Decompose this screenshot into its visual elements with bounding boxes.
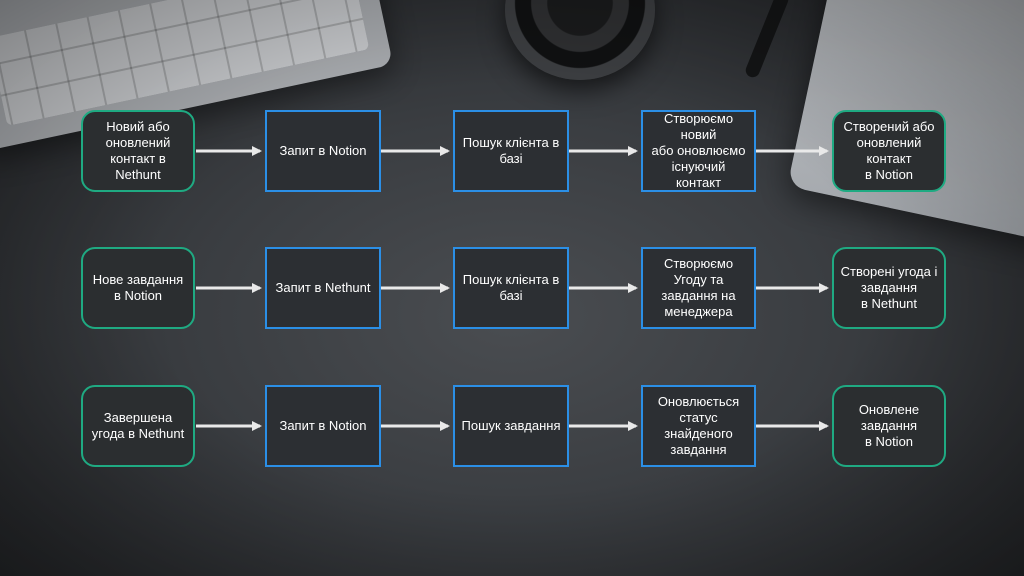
r1-result-node: Створений або оновлений контакт в Notion <box>832 110 946 192</box>
r3-result-node: Оновлене завдання в Notion <box>832 385 946 467</box>
r1-search-label: Пошук клієнта в базі <box>462 135 560 166</box>
r2-result-label: Створені угода і завдання в Nethunt <box>840 264 938 311</box>
r3-trigger-node: Завершена угода в Nethunt <box>81 385 195 467</box>
r2-request-node: Запит в Nethunt <box>265 247 381 329</box>
r2-action-label: Створюємо Угоду та завдання на менеджера <box>661 256 736 319</box>
r2-search-label: Пошук клієнта в базі <box>462 272 560 303</box>
r1-request-node: Запит в Notion <box>265 110 381 192</box>
r3-trigger-label: Завершена угода в Nethunt <box>91 410 185 441</box>
r1-result-label: Створений або оновлений контакт в Notion <box>843 119 935 182</box>
r1-action-label: Створюємо новий або оновлюємо існуючий к… <box>651 111 746 190</box>
r3-request-node: Запит в Notion <box>265 385 381 467</box>
r2-action-node: Створюємо Угоду та завдання на менеджера <box>641 247 756 329</box>
r3-request-label: Запит в Notion <box>279 418 367 433</box>
r2-trigger-node: Нове завдання в Notion <box>81 247 195 329</box>
r2-trigger-label: Нове завдання в Notion <box>92 272 184 303</box>
r1-action-node: Створюємо новий або оновлюємо існуючий к… <box>641 110 756 192</box>
r3-search-label: Пошук завдання <box>461 418 561 433</box>
r3-action-node: Оновлюється статус знайденого завдання <box>641 385 756 467</box>
r2-request-label: Запит в Nethunt <box>275 280 371 295</box>
r3-result-label: Оновлене завдання в Notion <box>858 402 920 449</box>
r1-request-label: Запит в Notion <box>279 143 367 158</box>
r3-action-label: Оновлюється статус знайденого завдання <box>657 394 740 457</box>
r2-search-node: Пошук клієнта в базі <box>453 247 569 329</box>
r1-trigger-label: Новий або оновлений контакт в Nethunt <box>105 119 171 182</box>
r3-search-node: Пошук завдання <box>453 385 569 467</box>
r1-search-node: Пошук клієнта в базі <box>453 110 569 192</box>
r2-result-node: Створені угода і завдання в Nethunt <box>832 247 946 329</box>
r1-trigger-node: Новий або оновлений контакт в Nethunt <box>81 110 195 192</box>
